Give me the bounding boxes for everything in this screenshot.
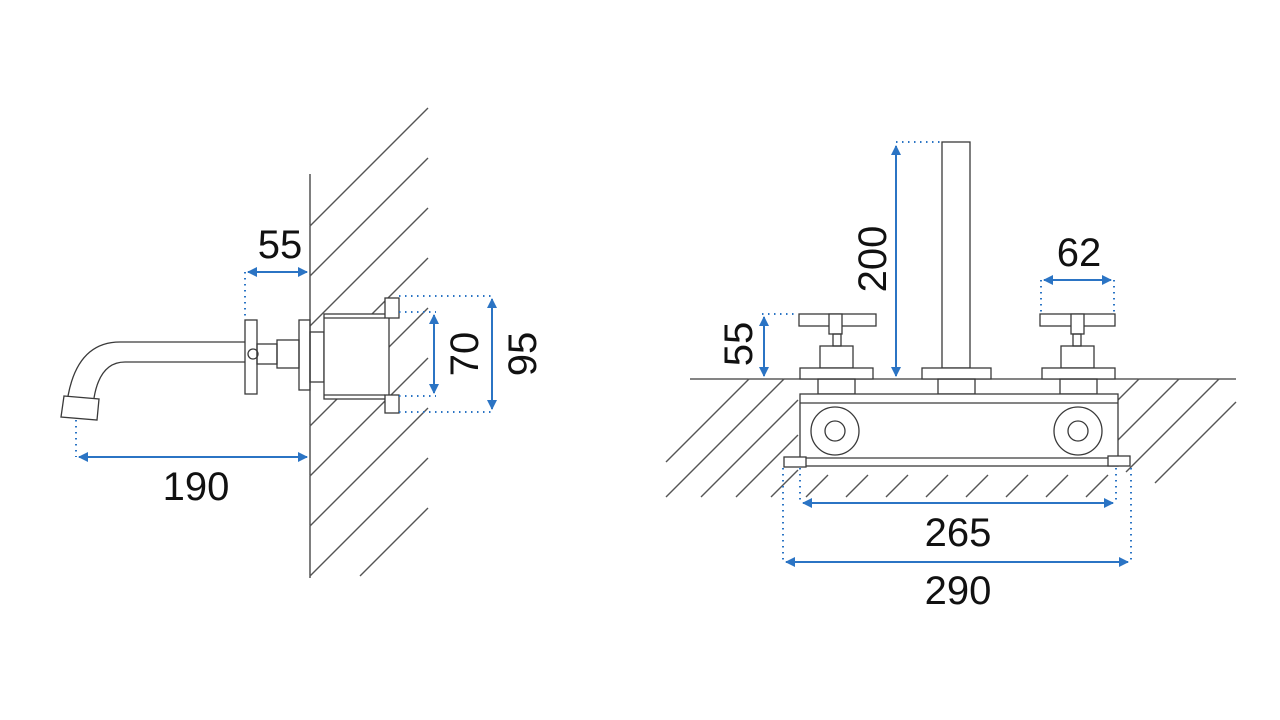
label-inner-width: 265 (925, 511, 992, 555)
label-body-outer: 95 (501, 332, 545, 377)
side-mixer-body (244, 297, 400, 414)
spout-inner-curve (93, 361, 245, 399)
left-handle-cap (828, 313, 843, 335)
right-handle-base (1041, 367, 1116, 380)
front-concealed-body (783, 393, 1131, 468)
handle-stem (256, 343, 278, 365)
concealed-body (323, 313, 390, 400)
body-left-foot (783, 456, 807, 468)
left-valve-port-inner (824, 420, 846, 442)
wall-flange (298, 319, 311, 391)
body-top-lug (384, 297, 400, 319)
spout-outer-curve (67, 341, 245, 397)
label-body-inner: 70 (443, 332, 487, 377)
right-handle (1039, 313, 1116, 395)
left-handle-base (799, 367, 874, 380)
handle-plate (244, 319, 258, 395)
front-spout (921, 141, 992, 395)
dimension-spout-height: 200 (851, 141, 940, 377)
right-valve-port-outer (1053, 406, 1103, 456)
body-bottom-lug (384, 394, 400, 414)
spout-base (921, 367, 992, 380)
left-handle (798, 313, 877, 395)
spout-tube (941, 141, 971, 369)
front-view: 200 55 62 265 290 (665, 141, 1237, 613)
front-hatching (665, 378, 1237, 498)
side-view: 55 190 70 95 (60, 107, 545, 578)
label-outer-width: 290 (925, 569, 992, 613)
left-handle-sleeve (817, 378, 856, 395)
dimension-handle-width: 62 (1040, 231, 1115, 312)
body-right-foot (1107, 455, 1131, 467)
label-handle-height: 55 (717, 322, 761, 367)
right-valve-port-inner (1067, 420, 1089, 442)
body-box (799, 393, 1119, 467)
dimension-body-outer: 95 (399, 295, 545, 413)
label-spout-length: 190 (163, 465, 230, 509)
left-valve-port-outer (810, 406, 860, 456)
right-handle-cap (1070, 313, 1085, 335)
dimension-body-inner: 70 (399, 311, 487, 397)
right-handle-stem (1072, 333, 1082, 347)
stem-collar (276, 339, 300, 369)
side-spout (60, 341, 245, 421)
left-handle-stem (832, 333, 842, 347)
label-handle-width: 62 (1057, 231, 1102, 275)
spout-tip (60, 395, 100, 421)
dimension-spout-length: 190 (75, 420, 308, 509)
flange-ring (309, 331, 325, 383)
spout-sleeve (937, 378, 976, 395)
dimension-inner-width: 265 (799, 468, 1117, 555)
dimension-wall-offset: 55 (244, 223, 308, 318)
label-spout-height: 200 (851, 226, 895, 293)
left-handle-bonnet (819, 345, 854, 369)
right-handle-sleeve (1059, 378, 1098, 395)
right-handle-bonnet (1060, 345, 1095, 369)
dimension-handle-height: 55 (717, 313, 797, 377)
label-wall-offset: 55 (258, 223, 303, 267)
dimension-outer-width: 290 (782, 468, 1132, 613)
handle-screw (247, 348, 259, 360)
